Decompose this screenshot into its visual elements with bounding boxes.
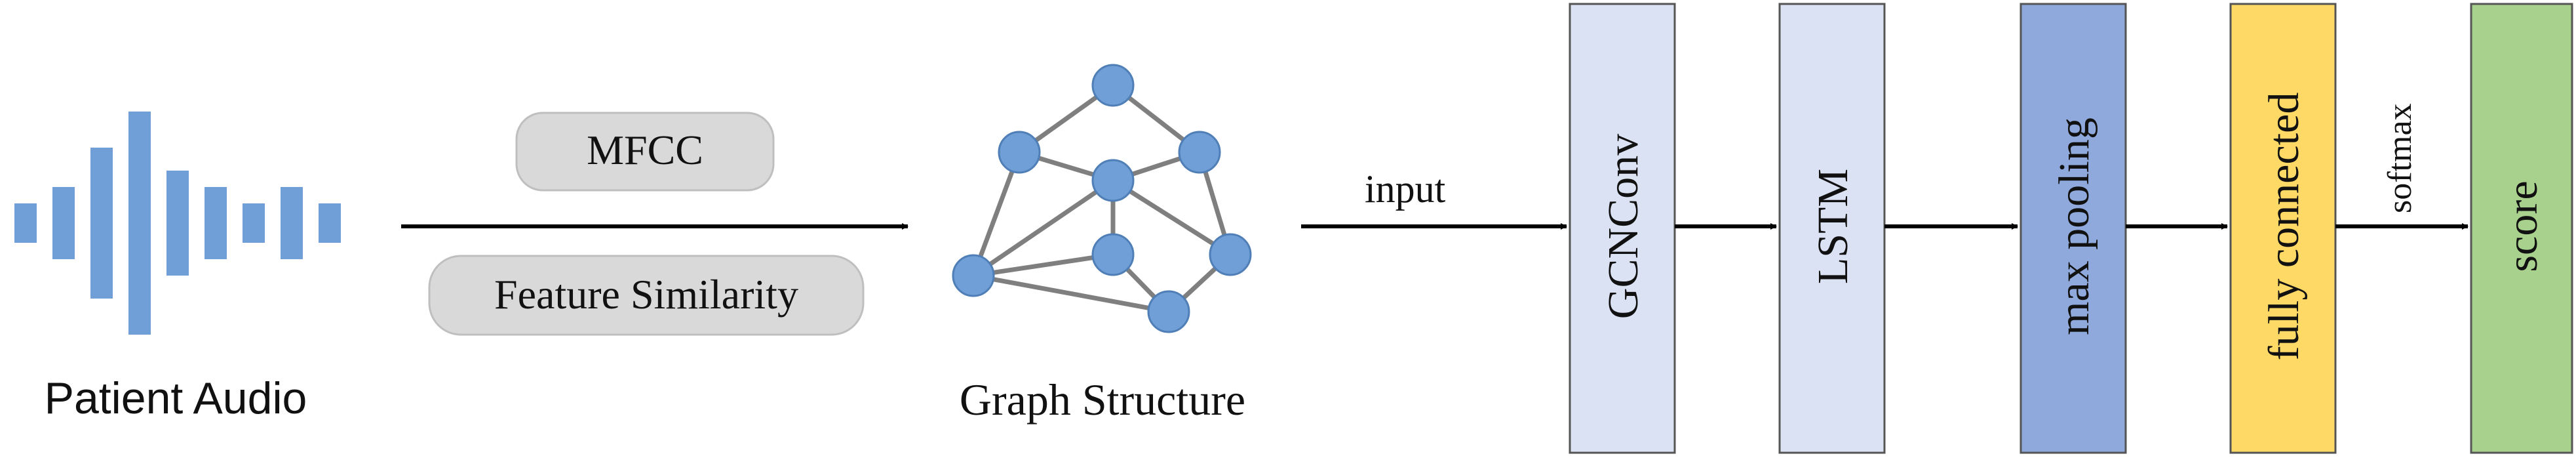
graph-node [1209, 233, 1252, 276]
graph-icon [952, 64, 1252, 333]
graph-node [998, 131, 1041, 174]
max-pooling-block [2020, 3, 2127, 454]
graph-edge [1112, 178, 1232, 257]
graph-node [1178, 131, 1221, 174]
graph-node [1091, 233, 1135, 276]
graph-node [1147, 290, 1190, 333]
waveform-bar [128, 112, 151, 335]
graph-edge [972, 178, 1114, 278]
input-label: input [1365, 167, 1446, 211]
graph-node [1091, 159, 1135, 202]
waveform-bar [205, 187, 227, 259]
graph-structure-label: Graph Structure [960, 375, 1245, 425]
graph-node [952, 254, 995, 297]
graph-node [1091, 64, 1135, 107]
feature-similarity-pill [428, 255, 865, 336]
fully-connected-block [2229, 3, 2337, 454]
mfcc-label: MFCC [587, 127, 703, 173]
waveform-icon [14, 112, 341, 335]
waveform-bar [319, 203, 341, 243]
waveform-bar [90, 148, 113, 299]
waveform-bar [14, 203, 37, 243]
score-label: score [2499, 180, 2547, 272]
max-pooling-label: max pooling [2050, 117, 2098, 335]
gcnconv-block [1569, 3, 1676, 454]
waveform-bar [52, 187, 75, 259]
mfcc-pill [515, 112, 775, 192]
softmax-label: softmax [2381, 103, 2419, 213]
waveform-bar [281, 187, 303, 259]
waveform-bar [166, 171, 189, 276]
graph-edge [973, 252, 1114, 278]
score-block [2470, 3, 2573, 454]
patient-audio-label: Patient Audio [45, 373, 307, 423]
lstm-label: LSTM [1809, 169, 1857, 284]
graph-edge [973, 273, 1169, 314]
graph-edge [971, 151, 1022, 277]
fully-connected-label: fully connected [2260, 93, 2308, 361]
waveform-bar [243, 203, 265, 243]
feature-similarity-label: Feature Similarity [494, 271, 798, 318]
gcnconv-label: GCNConv [1599, 134, 1647, 319]
